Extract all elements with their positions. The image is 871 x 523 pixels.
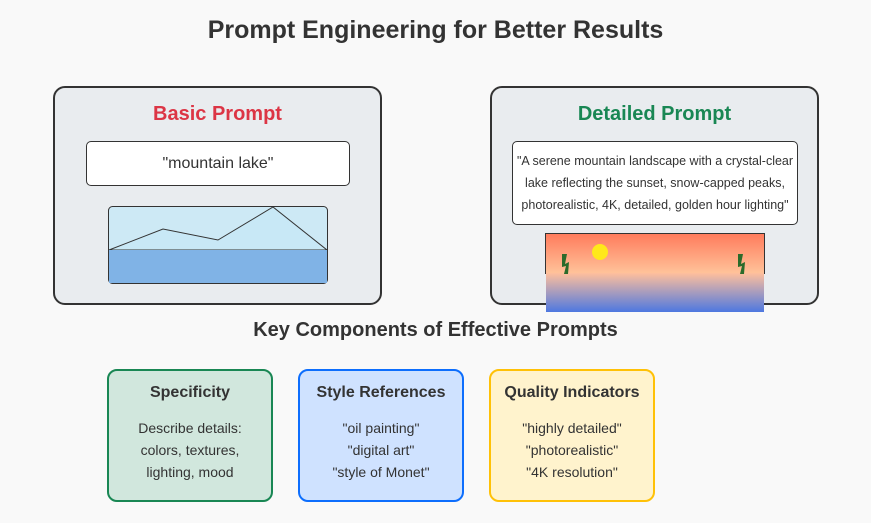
left-peak-icon — [562, 254, 569, 274]
detailed-prompt-heading: Detailed Prompt — [577, 103, 732, 125]
basic-lake — [109, 250, 327, 283]
card-line: "photorealistic" — [525, 442, 619, 458]
card-line: "oil painting" — [342, 420, 420, 436]
card-line: "style of Monet" — [332, 464, 430, 480]
card-line: "digital art" — [347, 442, 415, 458]
card-description: "highly detailed" "photorealistic" "4K r… — [491, 417, 653, 483]
detailed-image-sky — [545, 233, 765, 274]
card-line: "highly detailed" — [522, 420, 622, 436]
detailed-prompt-panel: Detailed Prompt "A serene mountain lands… — [490, 86, 819, 312]
basic-prompt-heading: Basic Prompt — [153, 103, 282, 125]
card-quality-indicators: Quality Indicators "highly detailed" "ph… — [489, 369, 655, 502]
right-peak-icon — [738, 254, 745, 274]
card-style-references: Style References "oil painting" "digital… — [298, 369, 464, 502]
detailed-prompt-text: "A serene mountain landscape with a crys… — [512, 141, 798, 225]
card-line: colors, textures, — [140, 442, 240, 458]
card-description: "oil painting" "digital art" "style of M… — [300, 417, 462, 483]
card-title: Specificity — [149, 384, 231, 401]
card-specificity: Specificity Describe details: colors, te… — [107, 369, 273, 502]
card-line: "4K resolution" — [526, 464, 618, 480]
basic-prompt-panel: Basic Prompt "mountain lake" — [53, 86, 382, 305]
components-heading: Key Components of Effective Prompts — [253, 319, 618, 341]
card-line: Describe details: — [138, 420, 242, 436]
basic-result-image — [108, 206, 328, 284]
card-title: Quality Indicators — [504, 384, 640, 401]
diagram-title: Prompt Engineering for Better Results — [207, 16, 664, 44]
basic-prompt-text: "mountain lake" — [86, 141, 350, 186]
card-title: Style References — [316, 384, 446, 401]
card-description: Describe details: colors, textures, ligh… — [109, 417, 271, 483]
detailed-result-image — [545, 233, 765, 312]
card-line: lighting, mood — [146, 464, 234, 480]
detailed-image-lake — [546, 273, 764, 312]
sun-icon — [592, 244, 608, 260]
